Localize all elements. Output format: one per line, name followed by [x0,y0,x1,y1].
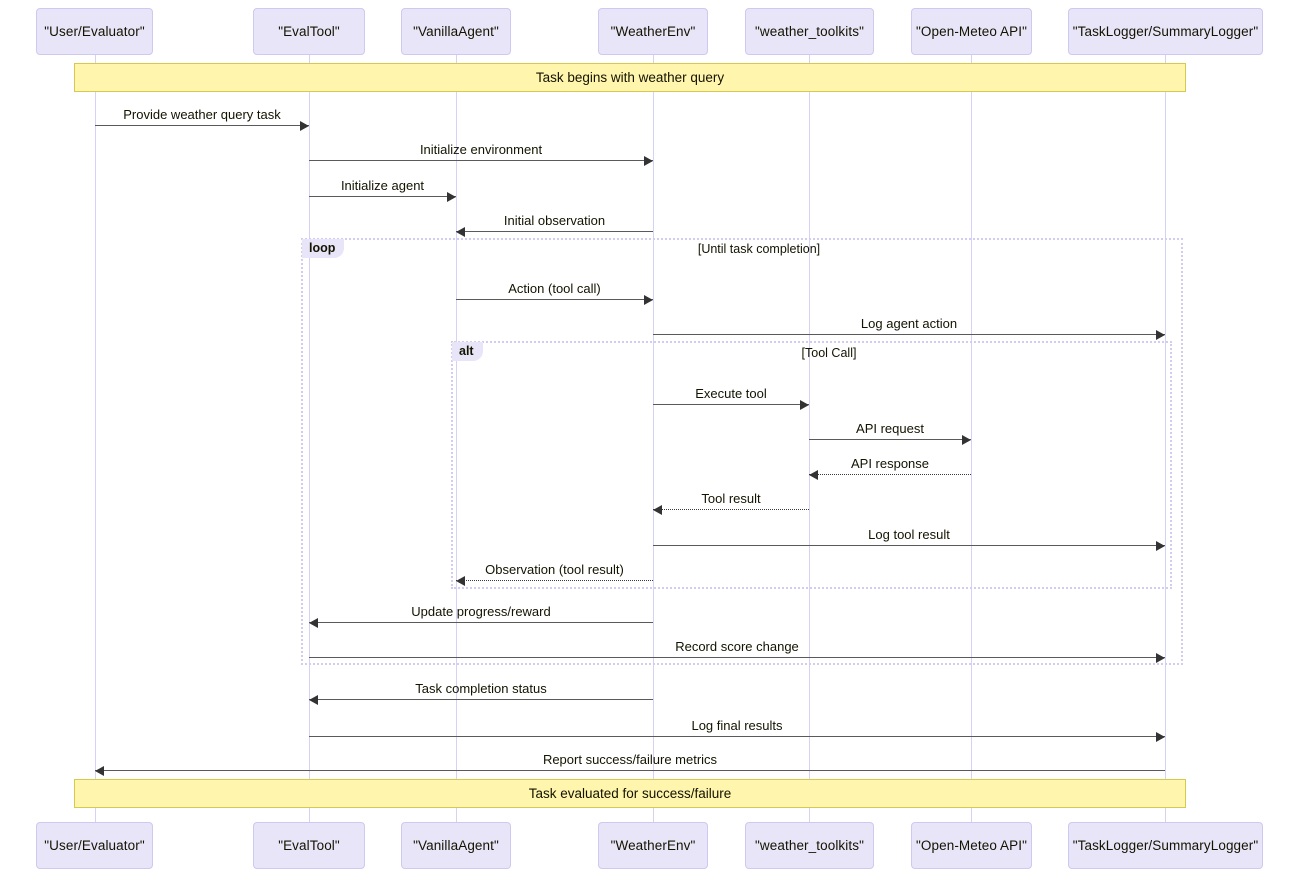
participant-top-env[interactable]: "WeatherEnv" [598,8,708,55]
message-line-m13 [309,622,653,623]
arrowhead-right-icon [1156,653,1165,663]
participant-bottom-logger[interactable]: "TaskLogger/SummaryLogger" [1068,822,1263,869]
participant-top-toolkit[interactable]: "weather_toolkits" [745,8,874,55]
message-line-m12 [456,580,653,581]
arrowhead-left-icon [95,766,104,776]
message-label-m17: Report success/failure metrics [542,752,718,767]
participant-bottom-user[interactable]: "User/Evaluator" [36,822,153,869]
arrowhead-right-icon [1156,732,1165,742]
message-line-m17 [95,770,1165,771]
message-label-m13: Update progress/reward [411,604,551,619]
message-label-m14: Record score change [675,639,799,654]
arrowhead-right-icon [644,295,653,305]
message-line-m15 [309,699,653,700]
message-label-m10: Tool result [701,491,761,506]
lifeline-env [653,55,654,822]
message-label-m11: Log tool result [868,527,950,542]
message-label-m15: Task completion status [415,681,547,696]
participant-top-evaltool[interactable]: "EvalTool" [253,8,365,55]
message-line-m3 [309,196,456,197]
message-line-m2 [309,160,653,161]
message-label-m9: API response [850,456,930,471]
message-line-m4 [456,231,653,232]
message-line-m8 [809,439,971,440]
message-label-m5: Action (tool call) [508,281,601,296]
message-label-m6: Log agent action [860,316,958,331]
message-line-m6 [653,334,1165,335]
participant-top-agent[interactable]: "VanillaAgent" [401,8,511,55]
participant-bottom-env[interactable]: "WeatherEnv" [598,822,708,869]
message-label-m16: Log final results [691,718,783,733]
message-label-m1: Provide weather query task [123,107,281,122]
arrowhead-left-icon [809,470,818,480]
message-line-m16 [309,736,1165,737]
lifeline-api [971,55,972,822]
participant-bottom-api[interactable]: "Open-Meteo API" [911,822,1032,869]
message-label-m3: Initialize agent [340,178,425,193]
participant-top-user[interactable]: "User/Evaluator" [36,8,153,55]
arrowhead-right-icon [800,400,809,410]
arrowhead-left-icon [653,505,662,515]
arrowhead-left-icon [456,227,465,237]
message-label-m8: API request [856,421,924,436]
arrowhead-left-icon [309,618,318,628]
participant-bottom-toolkit[interactable]: "weather_toolkits" [745,822,874,869]
note-bottom: Task evaluated for success/failure [74,779,1186,808]
arrowhead-right-icon [962,435,971,445]
loop-fragment [301,238,1183,665]
message-line-m11 [653,545,1165,546]
arrowhead-right-icon [1156,330,1165,340]
alt-fragment-label: alt [452,342,483,361]
message-line-m1 [95,125,309,126]
lifeline-logger [1165,55,1166,822]
lifeline-toolkit [809,55,810,822]
arrowhead-right-icon [1156,541,1165,551]
lifeline-agent [456,55,457,822]
message-label-m4: Initial observation [503,213,606,228]
arrowhead-left-icon [456,576,465,586]
message-label-m2: Initialize environment [419,142,543,157]
participant-bottom-evaltool[interactable]: "EvalTool" [253,822,365,869]
lifeline-evaltool [309,55,310,822]
loop-fragment-label: loop [302,239,345,258]
arrowhead-right-icon [644,156,653,166]
alt-fragment [451,341,1172,589]
message-line-m7 [653,404,809,405]
loop-fragment-condition: [Until task completion] [697,242,821,256]
arrowhead-left-icon [309,695,318,705]
participant-top-logger[interactable]: "TaskLogger/SummaryLogger" [1068,8,1263,55]
participant-bottom-agent[interactable]: "VanillaAgent" [401,822,511,869]
note-top: Task begins with weather query [74,63,1186,92]
message-line-m9 [809,474,971,475]
message-line-m14 [309,657,1165,658]
alt-fragment-condition: [Tool Call] [801,346,857,360]
message-label-m12: Observation (tool result) [485,562,624,577]
lifeline-user [95,55,96,822]
arrowhead-right-icon [447,192,456,202]
message-label-m7: Execute tool [695,386,767,401]
message-line-m10 [653,509,809,510]
participant-top-api[interactable]: "Open-Meteo API" [911,8,1032,55]
message-line-m5 [456,299,653,300]
arrowhead-right-icon [300,121,309,131]
